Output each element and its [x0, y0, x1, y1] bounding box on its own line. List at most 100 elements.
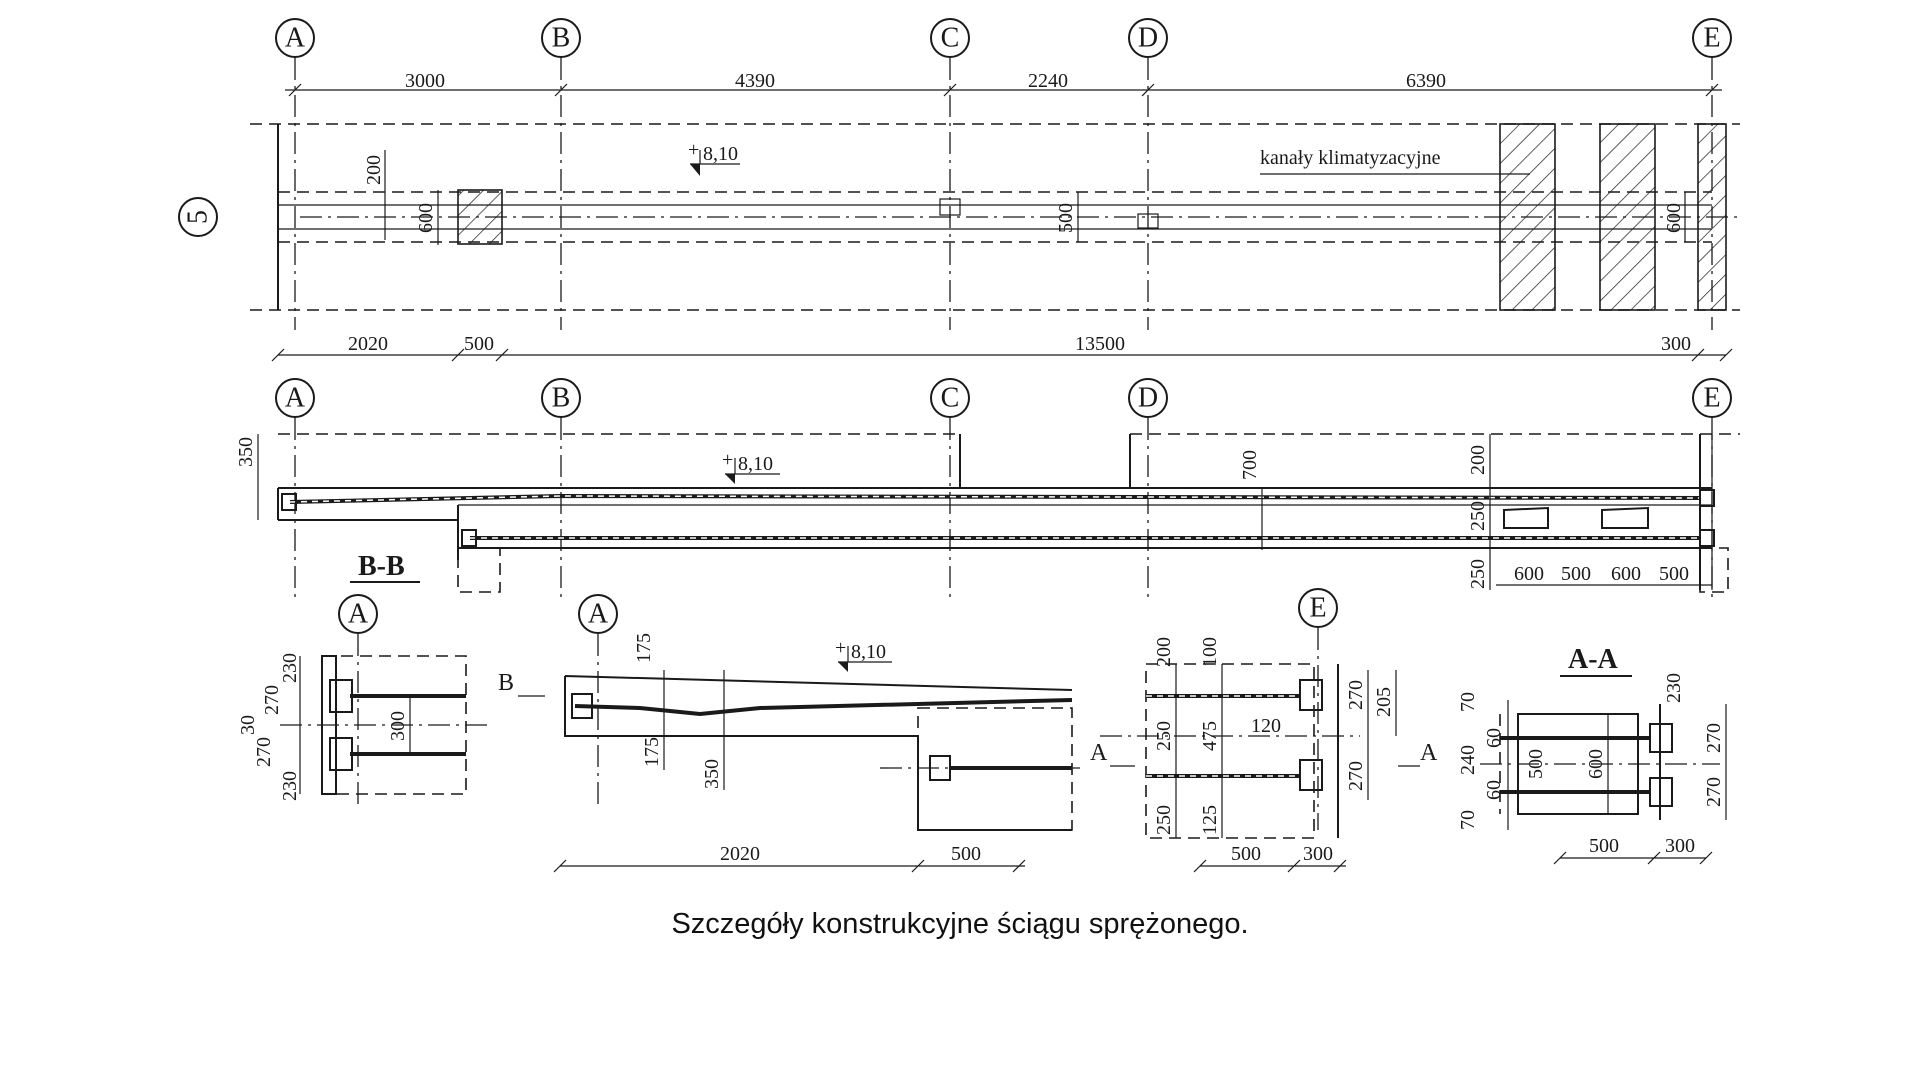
svg-text:2020: 2020	[348, 333, 388, 355]
section-aa-title: A-A	[1568, 644, 1619, 675]
section-marker-b: B	[498, 670, 514, 696]
svg-text:D: D	[1138, 383, 1158, 414]
svg-text:30: 30	[237, 715, 259, 735]
axis-bubble-a-elev: A	[275, 378, 315, 418]
svg-text:E: E	[1309, 593, 1326, 624]
svg-text:120: 120	[1251, 715, 1281, 737]
svg-text:500: 500	[464, 333, 494, 355]
svg-text:70: 70	[1457, 692, 1479, 712]
detail-e: E A A 200 100 250 475 250 125 120 270 27…	[1090, 588, 1438, 873]
svg-text:200: 200	[1153, 637, 1175, 667]
svg-text:250: 250	[1153, 805, 1175, 835]
svg-text:70: 70	[1457, 810, 1479, 830]
svg-text:2240: 2240	[1028, 70, 1068, 92]
axis-bubble-5: 5	[178, 197, 218, 237]
svg-text:270: 270	[1703, 777, 1725, 807]
duct-zone-2	[1599, 123, 1656, 311]
section-marker-a-right: A	[1420, 740, 1438, 766]
svg-text:A: A	[285, 23, 306, 54]
axis-bubble-e: E	[1692, 18, 1732, 58]
axis-bubble-d: D	[1128, 18, 1168, 58]
axis-bubble-a-bb: A	[338, 594, 378, 634]
svg-text:8,10: 8,10	[851, 641, 886, 663]
svg-text:250: 250	[1467, 559, 1489, 589]
svg-text:200: 200	[1467, 445, 1489, 475]
svg-text:270: 270	[253, 737, 275, 767]
level-marker-elev: + 8,10	[722, 449, 780, 484]
svg-text:600: 600	[1585, 749, 1607, 779]
svg-text:270: 270	[261, 685, 283, 715]
svg-text:5: 5	[183, 210, 214, 224]
svg-text:4390: 4390	[735, 70, 775, 92]
svg-text:240: 240	[1457, 745, 1479, 775]
svg-text:B: B	[552, 383, 571, 414]
axis-bubble-a-detail: A	[578, 594, 618, 634]
duct-zone-3	[1697, 123, 1727, 311]
svg-text:300: 300	[1303, 843, 1333, 865]
level-marker-detail: + 8,10	[835, 637, 892, 672]
section-bb: A 300 230 270 30 270 230	[237, 594, 490, 810]
anchor-block	[457, 189, 503, 245]
detail-a: A B + 8,10 175 175 350 2020	[498, 594, 1080, 873]
svg-text:350: 350	[701, 759, 723, 789]
axis-bubble-d-elev: D	[1128, 378, 1168, 418]
svg-text:500: 500	[951, 843, 981, 865]
svg-text:270: 270	[1345, 680, 1367, 710]
svg-text:E: E	[1703, 23, 1720, 54]
svg-text:125: 125	[1199, 805, 1221, 835]
svg-text:+: +	[722, 449, 733, 471]
svg-text:300: 300	[1665, 835, 1695, 857]
svg-text:60: 60	[1483, 780, 1505, 800]
svg-text:2020: 2020	[720, 843, 760, 865]
svg-text:600: 600	[1663, 203, 1685, 233]
svg-text:600: 600	[1611, 563, 1641, 585]
svg-text:500: 500	[1231, 843, 1261, 865]
svg-text:C: C	[941, 23, 960, 54]
svg-text:250: 250	[1467, 501, 1489, 531]
svg-text:270: 270	[1345, 761, 1367, 791]
elevation-view: A B C D E	[235, 378, 1740, 600]
svg-text:+: +	[835, 637, 846, 659]
svg-text:300: 300	[1661, 333, 1691, 355]
section-aa: A-A 70 60 240 60 70 500 600 230 270 270 …	[1457, 644, 1727, 865]
svg-text:8,10: 8,10	[703, 143, 738, 165]
svg-text:600: 600	[1514, 563, 1544, 585]
svg-text:350: 350	[235, 437, 257, 467]
svg-text:B: B	[552, 23, 571, 54]
axis-bubble-b: B	[541, 18, 581, 58]
svg-text:175: 175	[633, 633, 655, 663]
svg-text:270: 270	[1703, 723, 1725, 753]
svg-text:6390: 6390	[1406, 70, 1446, 92]
svg-text:300: 300	[387, 711, 409, 741]
ducts-label: kanały klimatyzacyjne	[1260, 147, 1441, 169]
svg-text:230: 230	[279, 771, 301, 801]
svg-text:500: 500	[1525, 749, 1547, 779]
svg-text:500: 500	[1659, 563, 1689, 585]
axis-bubble-a: A	[275, 18, 315, 58]
axis-bubble-c: C	[930, 18, 970, 58]
svg-text:100: 100	[1199, 637, 1221, 667]
svg-text:205: 205	[1373, 687, 1395, 717]
svg-text:A: A	[348, 599, 369, 630]
svg-text:475: 475	[1199, 721, 1221, 751]
axis-bubble-e-elev: E	[1692, 378, 1732, 418]
svg-text:200: 200	[363, 155, 385, 185]
svg-text:8,10: 8,10	[738, 453, 773, 475]
svg-text:A: A	[588, 599, 609, 630]
axis-bubble-c-elev: C	[930, 378, 970, 418]
plan-view: A B C D E 5	[178, 18, 1740, 362]
svg-text:175: 175	[641, 737, 663, 767]
svg-text:230: 230	[279, 653, 301, 683]
svg-text:3000: 3000	[405, 70, 445, 92]
svg-text:60: 60	[1483, 728, 1505, 748]
svg-text:C: C	[941, 383, 960, 414]
svg-text:500: 500	[1561, 563, 1591, 585]
axis-bubble-e-detail: E	[1298, 588, 1338, 628]
svg-text:E: E	[1703, 383, 1720, 414]
duct-zone-1	[1499, 123, 1556, 311]
section-bb-title: B-B	[358, 551, 405, 582]
svg-text:+: +	[688, 139, 699, 161]
svg-text:230: 230	[1663, 673, 1685, 703]
figure-caption: Szczegóły konstrukcyjne ściągu sprężoneg…	[671, 908, 1249, 940]
